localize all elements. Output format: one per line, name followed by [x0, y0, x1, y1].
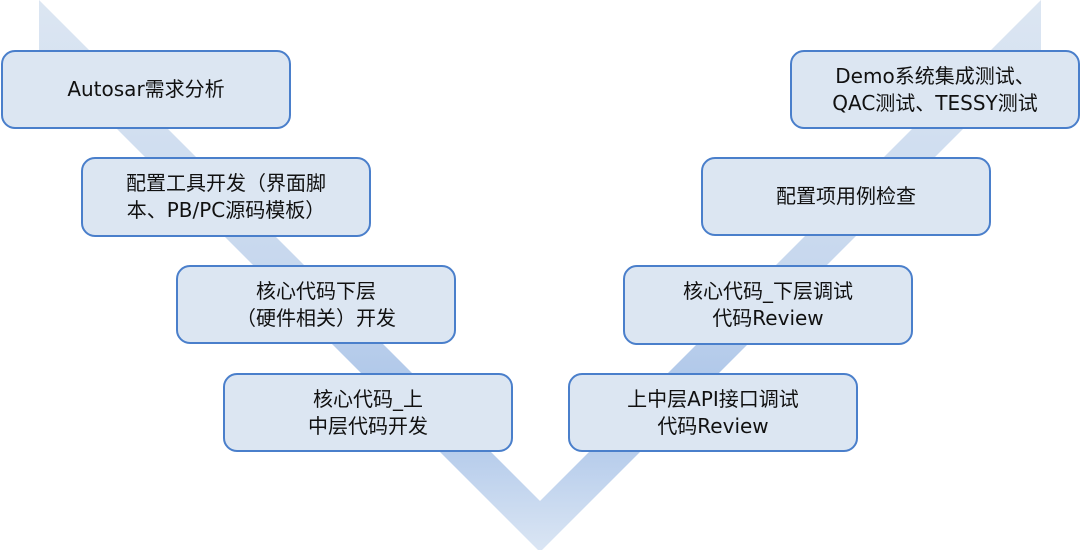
phase-label-line-1: 配置工具开发（界面脚: [126, 171, 326, 195]
phase-box-requirements-analysis: Autosar需求分析: [1, 50, 291, 129]
phase-box-core-lower-debug-review: 核心代码_下层调试 代码Review: [623, 265, 913, 345]
phase-box-core-lower-development: 核心代码下层 （硬件相关）开发: [176, 265, 456, 344]
phase-label-line-2: 代码Review: [657, 413, 769, 438]
phase-box-system-integration-test: Demo系统集成测试、 QAC测试、TESSY测试: [790, 50, 1080, 129]
phase-label-line-1: 核心代码下层: [256, 278, 376, 303]
phase-box-config-case-check: 配置项用例检查: [701, 157, 991, 236]
phase-label-line-1: 上中层API接口调试: [627, 386, 799, 411]
phase-label-line-2: 中层代码开发: [308, 413, 428, 438]
phase-box-api-debug-review: 上中层API接口调试 代码Review: [568, 373, 858, 452]
phase-label-line-1: Demo系统集成测试、: [835, 63, 1035, 88]
phase-box-config-tool-development: 配置工具开发（界面脚 本、PB/PC源码模板）: [81, 157, 371, 237]
phase-label-line-2: 代码Review: [712, 306, 824, 330]
phase-label: Autosar需求分析: [67, 77, 225, 101]
phase-label-line-2: 本、PB/PC源码模板）: [126, 198, 326, 222]
phase-box-core-upper-development: 核心代码_上 中层代码开发: [223, 373, 513, 452]
phase-label-line-2: QAC测试、TESSY测试: [832, 90, 1038, 115]
phase-label-line-1: 核心代码_下层调试: [683, 279, 853, 303]
phase-label-line-1: 核心代码_上: [313, 386, 423, 411]
phase-label: 配置项用例检查: [776, 184, 916, 208]
phase-label-line-2: （硬件相关）开发: [236, 305, 396, 330]
